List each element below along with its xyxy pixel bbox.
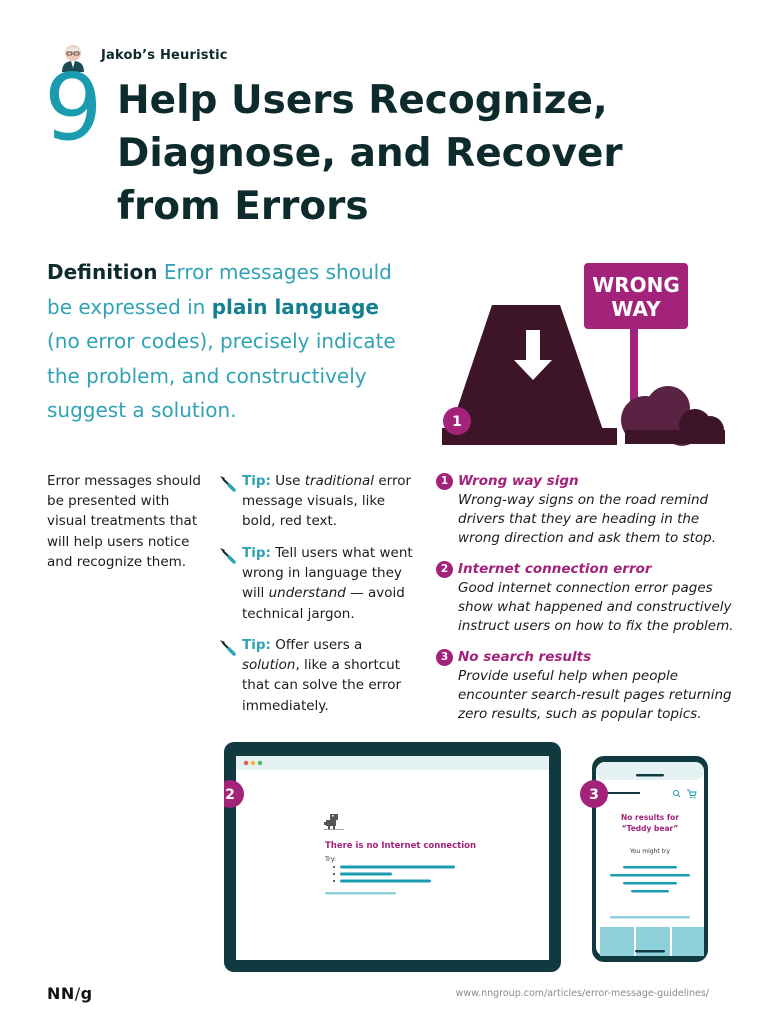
definition-term: Definition [47, 260, 158, 284]
tip-label: Tip: [242, 473, 271, 489]
no-results-line-2: “Teddy bear” [622, 824, 679, 833]
tip-italic: traditional [304, 473, 375, 489]
laptop-illustration: There is no Internet connection Try: 2 [224, 742, 561, 972]
definition-paragraph: Definition Error messages should be expr… [47, 255, 407, 428]
example-internet-error: 2 Internet connection error Good interne… [436, 560, 736, 636]
jakob-avatar-icon [62, 45, 84, 72]
connection-error-title: There is no Internet connection [325, 841, 476, 851]
tip-3: Tip: Offer users a solution, like a shor… [218, 635, 418, 716]
example-badge-1 [443, 407, 471, 435]
example-description: Wrong-way signs on the road remind drive… [458, 492, 717, 546]
wrong-way-illustration: WRONG WAY 1 [442, 263, 725, 446]
suggestion-label: You might try [629, 848, 670, 855]
definition-text-1: Error messages should be expressed in [47, 260, 392, 319]
example-no-results: 3 No search results Provide useful help … [436, 648, 736, 724]
example-description: Good internet connection error pages sho… [458, 580, 734, 634]
tip-text: Offer users a [275, 637, 363, 653]
source-url[interactable]: www.nngroup.com/articles/error-message-g… [455, 988, 709, 999]
tip-text: error message visuals, like bold, red te… [242, 473, 412, 530]
tip-text: Tell users what went wrong in language t… [242, 545, 413, 602]
tip-label: Tip: [242, 545, 271, 561]
cart-icon [687, 789, 697, 799]
dino-icon [324, 814, 344, 830]
example-badge-3 [580, 780, 608, 808]
tip-text: , like a shortcut that can solve the err… [242, 657, 402, 714]
heuristic-number: 9 [44, 54, 103, 161]
definition-text-2: (no error codes), precisely indicate the… [47, 329, 396, 422]
window-minimize-dot [250, 760, 256, 766]
example-title: Internet connection error [458, 561, 652, 577]
screwdriver-icon [220, 640, 236, 656]
tip-1: Tip: Use traditional error message visua… [218, 471, 418, 532]
nng-logo: NN/g [47, 984, 93, 1003]
sign-line-1: WRONG [592, 273, 680, 297]
example-number-badge: 2 [436, 561, 453, 578]
laptop-badge-label: 2 [225, 787, 235, 803]
tip-2: Tip: Tell users what went wrong in langu… [218, 543, 418, 624]
example-number-badge: 1 [436, 473, 453, 490]
no-results-line-1: No results for [621, 813, 679, 822]
screwdriver-icon [220, 476, 236, 492]
heuristic-kicker: Jakob’s Heuristic [101, 48, 228, 63]
logo-left: NN [47, 984, 75, 1003]
tip-text: Use [275, 473, 301, 489]
example-title: Wrong way sign [458, 473, 579, 489]
example-number-badge: 3 [436, 649, 453, 666]
example-title: No search results [458, 649, 592, 665]
sign-line-2: WAY [611, 297, 661, 321]
screwdriver-icon [220, 548, 236, 564]
wrong-way-sign [584, 263, 688, 329]
page-title: Help Users Recognize, Diagnose, and Reco… [117, 78, 623, 229]
example-badge-2 [224, 780, 244, 808]
tip-italic: solution [242, 657, 296, 674]
visual-treatment-text: Error messages should be presented with … [47, 473, 201, 570]
definition-emphasis: plain language [211, 294, 379, 319]
window-maximize-dot [257, 760, 263, 766]
window-close-dot [243, 760, 249, 766]
phone-badge-label: 3 [589, 787, 599, 803]
tip-label: Tip: [242, 637, 271, 653]
try-label: Try: [324, 855, 336, 863]
logo-slash: / [74, 984, 81, 1003]
search-icon [673, 790, 681, 798]
example-description: Provide useful help when people encounte… [458, 668, 732, 722]
down-arrow-icon [514, 330, 552, 380]
tip-text: — avoid technical jargon. [242, 585, 405, 622]
bush-icon [621, 386, 725, 446]
example-wrong-way: 1 Wrong way sign Wrong-way signs on the … [436, 472, 736, 548]
logo-right: g [80, 984, 93, 1003]
hero-badge-label: 1 [452, 414, 462, 430]
phone-illustration: No results for “Teddy bear” You might tr… [580, 756, 708, 962]
tip-italic: understand [268, 585, 346, 602]
